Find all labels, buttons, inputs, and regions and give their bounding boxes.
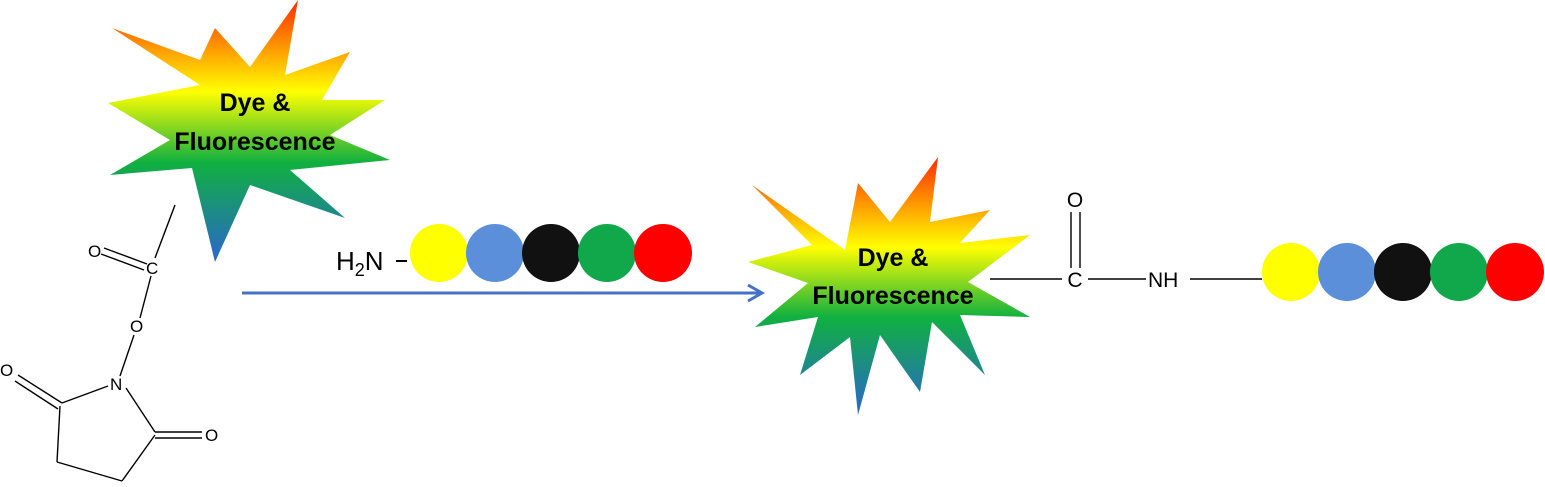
bond-o-to-n [119,334,135,377]
dye-label-line1: Dye & [220,89,291,117]
bead-yellow [1262,243,1320,301]
bond-left-carbonyl-double-2 [14,380,59,410]
ester-carbon: C [146,259,158,278]
amide-carbon: C [1067,269,1082,292]
dye-label-line2: Fluorescence [174,128,335,156]
bond-ring-left-ch2 [56,405,61,463]
reactant-nhs-ester: O C O N O O Dye & Fluorescence [0,0,390,482]
amide-carbonyl-oxygen: O [1067,189,1083,212]
bead-yellow [410,224,468,282]
product-dye-label-line1: Dye & [858,244,929,272]
bead-green [1430,243,1488,301]
bead-red [634,224,692,282]
bond-ring-right-ch2 [121,434,156,482]
peptide-beads-reactant [410,224,692,282]
bead-black [522,224,580,282]
succinimide-nitrogen: N [110,375,122,394]
ester-carbonyl-oxygen: O [88,242,101,261]
bond-n-to-right-carbonyl [125,387,156,433]
bond-n-to-left-carbonyl [61,385,109,404]
bond-ring-bottom [56,461,123,482]
amine-h: H [336,246,355,276]
ester-link-oxygen: O [130,317,143,336]
amine-peptide: H2N [336,224,692,282]
bead-black [1374,243,1432,301]
bead-blue [1318,243,1376,301]
product-conjugate: Dye & Fluorescence O C NH [748,157,1544,415]
bond-dye-to-ester-carbon [154,204,176,259]
bond-carbonyl-double-1 [103,247,148,265]
amine-subscript: 2 [355,260,365,280]
reaction-arrow [242,283,766,303]
amide-nh: NH [1148,269,1178,292]
bead-blue [466,224,524,282]
dye-burst-product [748,157,1030,415]
succinimide-left-oxygen: O [0,361,13,380]
product-dye-label-line2: Fluorescence [812,282,973,310]
dye-burst-reactant [108,0,390,262]
bead-green [578,224,636,282]
bond-ester-c-to-o [139,275,152,319]
amine-group: H2N [336,246,384,280]
amine-n: N [365,246,384,276]
bead-red [1486,243,1544,301]
bond-left-carbonyl-double-1 [17,374,63,404]
bond-carbonyl-double-2 [100,253,145,271]
peptide-beads-product [1262,243,1544,301]
reaction-arrow-head [747,283,766,303]
succinimide-right-oxygen: O [205,426,218,445]
